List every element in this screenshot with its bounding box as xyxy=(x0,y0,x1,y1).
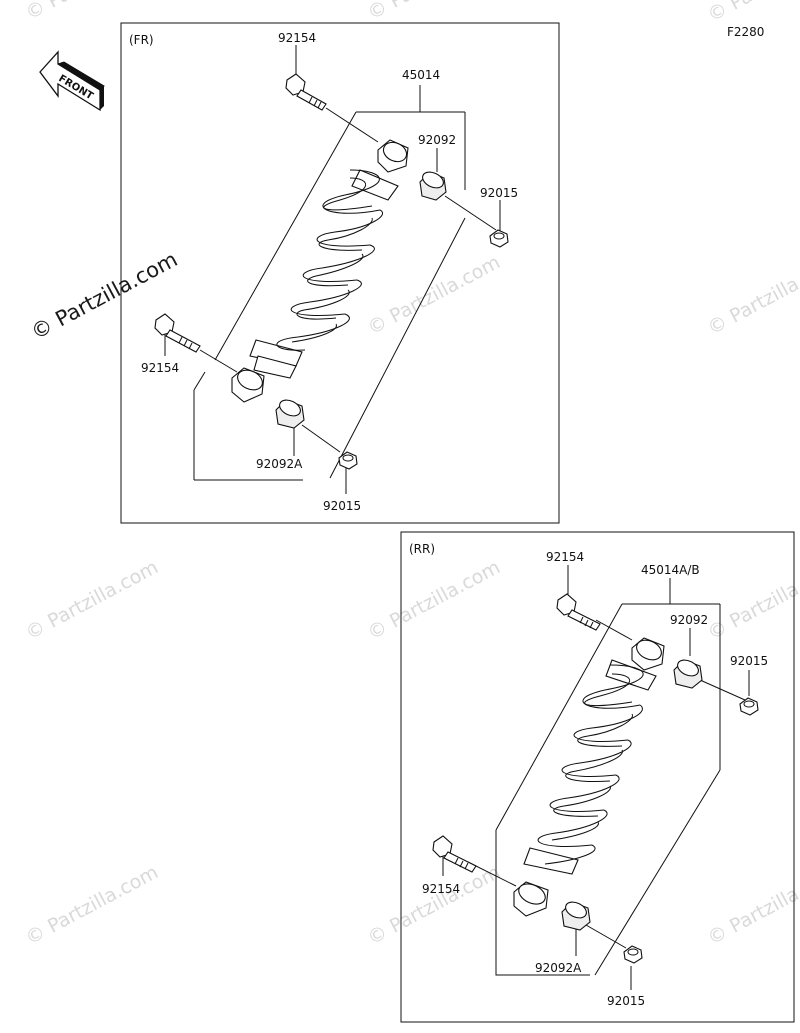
watermark: © Partzilla.com xyxy=(704,251,800,339)
part-label-nut: 92015 xyxy=(730,654,768,668)
collar-icon xyxy=(631,637,665,671)
nut-icon xyxy=(623,945,643,964)
watermark: © Partzilla.com xyxy=(704,0,800,26)
panel-border xyxy=(120,22,560,524)
bushing-icon xyxy=(561,901,591,931)
part-label-assembly: 45014A/B xyxy=(641,563,700,577)
front-arrow-icon: FRONT xyxy=(39,50,105,112)
watermarks: © Partzilla.com © Partzilla.com © Partzi… xyxy=(22,0,800,949)
watermark: © Partzilla.com xyxy=(364,251,504,339)
watermark: © Partzilla.com xyxy=(22,861,162,949)
bushing-icon xyxy=(419,171,447,201)
panel-title: (FR) xyxy=(129,33,154,47)
part-label-bolt: 92154 xyxy=(422,882,460,896)
bushing-icon xyxy=(673,659,703,689)
part-label-nut: 92015 xyxy=(607,994,645,1008)
part-label-bushing: 92092 xyxy=(670,613,708,627)
watermark: © Partzilla.com xyxy=(704,861,800,949)
watermark: © Partzilla.com xyxy=(704,556,800,644)
shock-absorber-icon xyxy=(523,659,657,875)
part-label-assembly: 45014 xyxy=(402,68,440,82)
panel-border xyxy=(400,531,795,1023)
part-label-bushing: 92092 xyxy=(418,133,456,147)
part-label-nut: 92015 xyxy=(323,499,361,513)
watermark: © Partzilla.com xyxy=(364,861,504,949)
watermark: © Partzilla.com xyxy=(364,0,504,24)
bolt-icon xyxy=(285,73,327,111)
figure-code: F2280 xyxy=(727,25,764,39)
collar-icon xyxy=(377,139,409,173)
watermark: © Partzilla.com xyxy=(22,0,162,24)
part-label-bolt: 92154 xyxy=(546,550,584,564)
watermark: © Partzilla.com xyxy=(364,556,504,644)
panel-title: (RR) xyxy=(409,542,435,556)
collar-icon xyxy=(231,367,265,403)
bolt-icon xyxy=(154,313,201,353)
bolt-icon xyxy=(432,835,477,873)
shock-absorber-icon xyxy=(249,169,399,379)
bushing-icon xyxy=(275,399,305,429)
rear-shock-panel: (RR) xyxy=(400,531,795,1023)
part-label-nut: 92015 xyxy=(480,186,518,200)
nut-icon xyxy=(739,697,759,716)
part-label-bushing: 92092A xyxy=(535,961,582,975)
nut-icon xyxy=(338,451,358,470)
collar-icon xyxy=(513,881,549,917)
bolt-icon xyxy=(556,593,601,631)
watermark: © Partzilla.com xyxy=(22,556,162,644)
part-label-bolt: 92154 xyxy=(278,31,316,45)
part-label-bolt: 92154 xyxy=(141,361,179,375)
part-label-bushing: 92092A xyxy=(256,457,303,471)
front-shock-panel: (FR) xyxy=(120,22,560,524)
nut-icon xyxy=(489,229,509,248)
